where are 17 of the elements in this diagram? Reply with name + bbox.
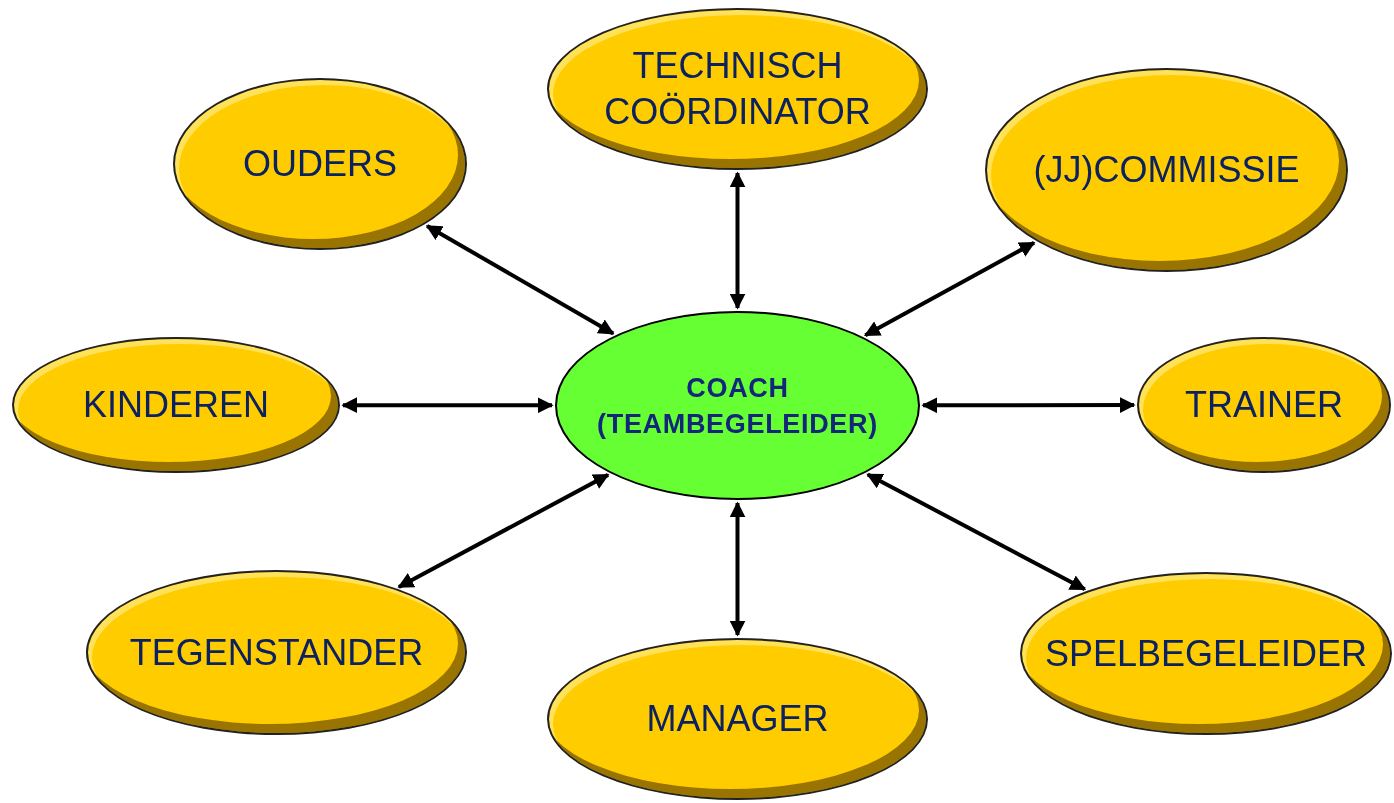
- double-arrow: [729, 501, 746, 637]
- double-arrow: [921, 397, 1136, 414]
- role-label: TEGENSTANDER: [128, 630, 425, 675]
- role-label: KINDEREN: [82, 383, 270, 427]
- role-label: MANAGER: [645, 697, 830, 741]
- double-arrow: [729, 171, 746, 310]
- double-arrow: [397, 473, 610, 589]
- role-label: COACH (TEAMBEGELEIDER): [596, 371, 879, 441]
- double-arrow: [866, 472, 1087, 592]
- role-label: TECHNISCH COÖRDINATOR: [603, 44, 872, 134]
- role-label: TRAINER: [1184, 383, 1344, 427]
- double-arrow: [425, 224, 615, 336]
- role-label: OUDERS: [242, 142, 398, 186]
- role-label: SPELBEGELEIDER: [1043, 631, 1369, 676]
- double-arrow: [863, 240, 1036, 338]
- role-label: (JJ)COMMISSIE: [1032, 148, 1301, 192]
- double-arrow: [341, 397, 554, 414]
